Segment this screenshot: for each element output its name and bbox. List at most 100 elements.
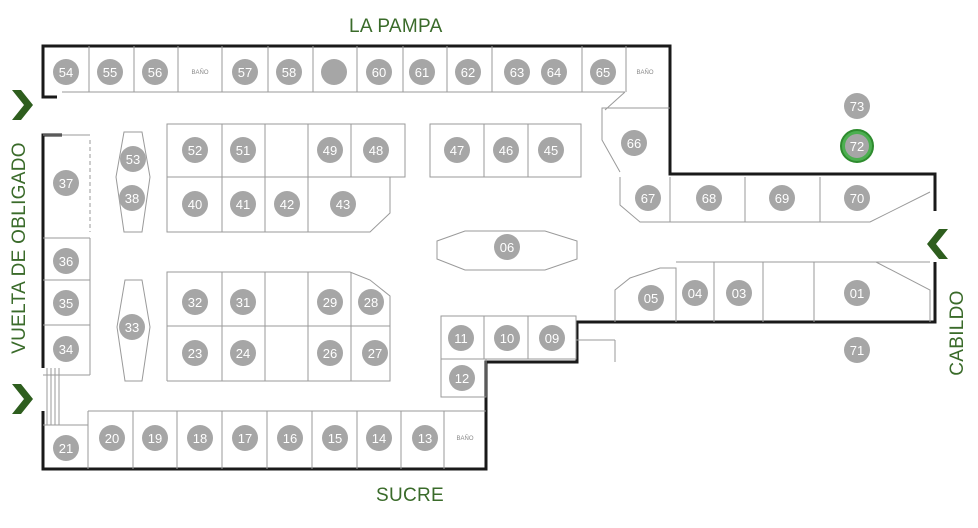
store-61[interactable]: 61 (409, 59, 435, 85)
store-marker[interactable] (726, 280, 752, 306)
store-63[interactable]: 63 (504, 59, 530, 85)
store-marker[interactable] (232, 425, 258, 451)
store-21[interactable]: 21 (53, 435, 79, 461)
store-45[interactable]: 45 (538, 137, 564, 163)
store-69[interactable]: 69 (769, 185, 795, 211)
store-marker[interactable] (539, 325, 565, 351)
store-52[interactable]: 52 (182, 137, 208, 163)
store-40[interactable]: 40 (182, 191, 208, 217)
store-marker[interactable] (182, 191, 208, 217)
store-marker[interactable] (330, 191, 356, 217)
store-51[interactable]: 51 (230, 137, 256, 163)
store-57[interactable]: 57 (232, 59, 258, 85)
store-20[interactable]: 20 (99, 425, 125, 451)
store-marker[interactable] (53, 435, 79, 461)
store-04[interactable]: 04 (682, 280, 708, 306)
store-marker[interactable] (274, 191, 300, 217)
store-marker[interactable] (363, 137, 389, 163)
store-marker[interactable] (322, 425, 348, 451)
store-marker[interactable] (142, 425, 168, 451)
store-19[interactable]: 19 (142, 425, 168, 451)
store-12[interactable]: 12 (449, 365, 475, 391)
store-marker[interactable] (621, 130, 647, 156)
store-18[interactable]: 18 (187, 425, 213, 451)
store-71[interactable]: 71 (844, 337, 870, 363)
store-marker[interactable] (317, 137, 343, 163)
store-marker[interactable] (844, 93, 870, 119)
store-marker[interactable] (230, 340, 256, 366)
store-marker[interactable] (844, 337, 870, 363)
store-66[interactable]: 66 (621, 130, 647, 156)
store-marker[interactable] (119, 185, 145, 211)
store-73[interactable]: 73 (844, 93, 870, 119)
store-13[interactable]: 13 (412, 425, 438, 451)
store-67[interactable]: 67 (635, 185, 661, 211)
store-marker[interactable] (541, 59, 567, 85)
store-marker[interactable] (182, 289, 208, 315)
store-23[interactable]: 23 (182, 340, 208, 366)
store-marker[interactable] (494, 325, 520, 351)
store-43[interactable]: 43 (330, 191, 356, 217)
store-marker[interactable] (494, 234, 520, 260)
store-marker[interactable] (448, 325, 474, 351)
store-marker[interactable] (769, 185, 795, 211)
store-marker[interactable] (362, 340, 388, 366)
store-29[interactable]: 29 (317, 289, 343, 315)
store-marker[interactable] (590, 59, 616, 85)
store-09[interactable]: 09 (539, 325, 565, 351)
store-27[interactable]: 27 (362, 340, 388, 366)
store-65[interactable]: 65 (590, 59, 616, 85)
store-marker[interactable] (53, 59, 79, 85)
store-marker[interactable] (455, 59, 481, 85)
store-marker[interactable] (409, 59, 435, 85)
store-28[interactable]: 28 (358, 289, 384, 315)
store-marker[interactable] (317, 289, 343, 315)
store-55[interactable]: 55 (97, 59, 123, 85)
store-46[interactable]: 46 (493, 137, 519, 163)
store-38[interactable]: 38 (119, 185, 145, 211)
store-64[interactable]: 64 (541, 59, 567, 85)
store-68[interactable]: 68 (696, 185, 722, 211)
store-marker[interactable] (182, 340, 208, 366)
store-62[interactable]: 62 (455, 59, 481, 85)
store-70[interactable]: 70 (844, 185, 870, 211)
store-42[interactable]: 42 (274, 191, 300, 217)
store-14[interactable]: 14 (366, 425, 392, 451)
store-34[interactable]: 34 (53, 336, 79, 362)
store-marker[interactable] (53, 336, 79, 362)
store-marker[interactable] (638, 285, 664, 311)
store-24[interactable]: 24 (230, 340, 256, 366)
store-06[interactable]: 06 (494, 234, 520, 260)
store-marker[interactable] (277, 425, 303, 451)
store-32[interactable]: 32 (182, 289, 208, 315)
store-marker[interactable] (53, 170, 79, 196)
store-49[interactable]: 49 (317, 137, 343, 163)
store-15[interactable]: 15 (322, 425, 348, 451)
store-marker[interactable] (232, 59, 258, 85)
store-marker[interactable] (682, 280, 708, 306)
store-marker[interactable] (449, 365, 475, 391)
store-10[interactable]: 10 (494, 325, 520, 351)
store-marker[interactable] (53, 248, 79, 274)
store-marker[interactable] (230, 289, 256, 315)
store-marker[interactable] (97, 59, 123, 85)
store-marker[interactable] (321, 59, 347, 85)
store-marker[interactable] (142, 59, 168, 85)
store-marker[interactable] (366, 425, 392, 451)
store-48[interactable]: 48 (363, 137, 389, 163)
store-41[interactable]: 41 (230, 191, 256, 217)
store-marker[interactable] (119, 314, 145, 340)
store-marker[interactable] (99, 425, 125, 451)
store-marker[interactable] (358, 289, 384, 315)
store-58[interactable]: 58 (276, 59, 302, 85)
store-16[interactable]: 16 (277, 425, 303, 451)
store-marker[interactable] (182, 137, 208, 163)
store-marker[interactable] (444, 137, 470, 163)
store-56[interactable]: 56 (142, 59, 168, 85)
store-unlabeled[interactable] (321, 59, 347, 85)
store-26[interactable]: 26 (317, 340, 343, 366)
store-marker[interactable] (504, 59, 530, 85)
store-marker[interactable] (493, 137, 519, 163)
store-marker[interactable] (696, 185, 722, 211)
store-marker[interactable] (412, 425, 438, 451)
